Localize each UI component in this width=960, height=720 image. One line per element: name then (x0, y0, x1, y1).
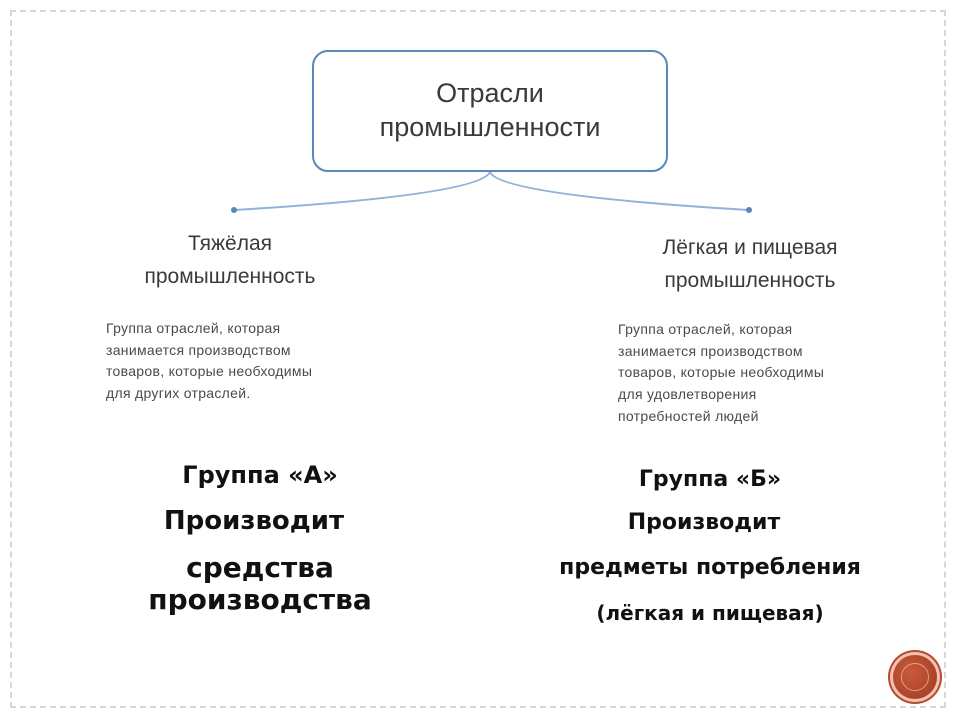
group-b-produces: Производит (627, 510, 781, 535)
group-b-line3: предметы потребления (559, 555, 861, 580)
circle-button-icon[interactable] (893, 655, 937, 699)
connector-left-dot (231, 207, 237, 213)
right-desc-line: потребностей людей (618, 407, 759, 424)
right-branch-title: Лёгкая и пищевая промышленность (620, 232, 880, 297)
left-desc-line: занимается производством (106, 341, 291, 358)
root-title-line2: промышленности (379, 112, 601, 142)
right-desc-line: товаров, которые необходимы (618, 364, 825, 381)
root-title-line1: Отрасли (436, 78, 544, 109)
connector-left (234, 171, 491, 211)
left-desc-line: для других отраслей. (106, 385, 251, 402)
left-branch-description: Группа отраслей, которая занимается прои… (106, 318, 376, 405)
connector-right (489, 171, 749, 211)
left-desc-line: Группа отраслей, которая (106, 320, 281, 336)
group-a-line3: средства (186, 551, 334, 584)
left-desc-line: товаров, которые необходимы (106, 363, 313, 380)
root-node: Отрасли промышленности (312, 50, 668, 172)
group-a-produces: Производит (163, 506, 345, 536)
left-title-line1: Тяжёлая (187, 232, 273, 255)
group-b-line4: (лёгкая и пищевая) (596, 601, 824, 625)
right-title-line1: Лёгкая и пищевая (662, 236, 838, 259)
left-title-line2: промышленность (144, 264, 316, 288)
right-title-line2: промышленность (664, 268, 836, 292)
circle-button-inner (901, 663, 929, 691)
right-desc-line: Группа отраслей, которая (618, 321, 793, 337)
group-a-block: Группа «А» Производит средства производс… (110, 456, 410, 616)
right-desc-line: для удовлетворения (618, 386, 757, 403)
connector-right-dot (746, 207, 752, 213)
left-branch-title: Тяжёлая промышленность (110, 228, 350, 293)
group-a-line4: производства (148, 583, 372, 616)
right-branch-description: Группа отраслей, которая занимается прои… (618, 319, 898, 427)
group-b-block: Группа «Б» Производит предметы потреблен… (500, 460, 920, 636)
group-a-label: Группа «А» (182, 461, 338, 489)
right-desc-line: занимается производством (618, 342, 803, 359)
group-b-label: Группа «Б» (638, 467, 782, 492)
